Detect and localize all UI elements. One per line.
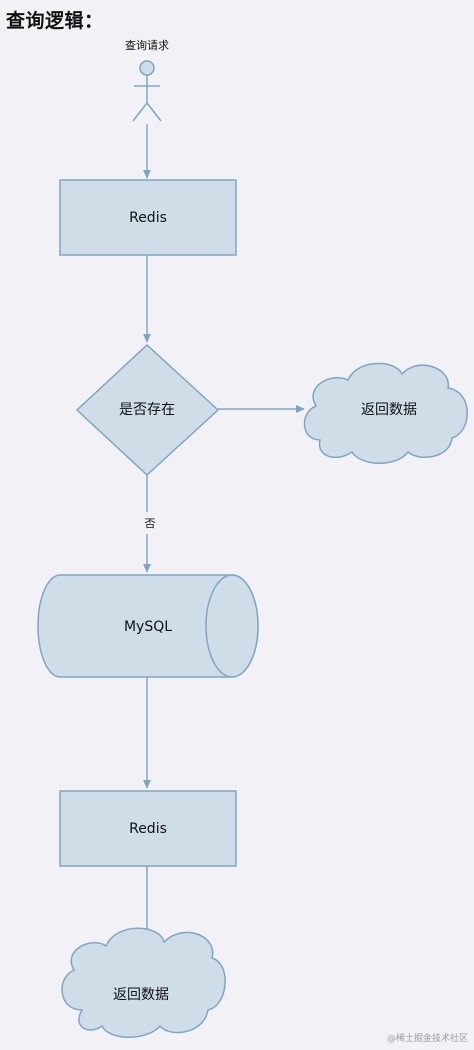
- redis-top-label: Redis: [129, 210, 167, 226]
- decision-node[interactable]: 是否存在: [75, 343, 220, 477]
- edge-no-label: 否: [145, 517, 156, 530]
- mysql-label: MySQL: [124, 619, 172, 635]
- return-data-top-cloud[interactable]: 返回数据: [303, 362, 468, 464]
- redis-bottom-node[interactable]: Redis: [59, 790, 237, 867]
- return-data-bottom-label: 返回数据: [113, 987, 169, 1003]
- watermark: @稀土掘金技术社区: [386, 1034, 468, 1044]
- return-data-top-label: 返回数据: [361, 402, 417, 418]
- actor-icon: [132, 60, 162, 122]
- page-title: 查询逻辑：: [6, 10, 104, 32]
- mysql-node[interactable]: MySQL: [37, 574, 259, 678]
- actor-label: 查询请求: [125, 38, 169, 52]
- redis-top-node[interactable]: Redis: [59, 179, 237, 256]
- return-data-bottom-cloud[interactable]: 返回数据: [61, 927, 226, 1038]
- redis-bottom-label: Redis: [129, 821, 167, 837]
- decision-label: 是否存在: [119, 402, 175, 418]
